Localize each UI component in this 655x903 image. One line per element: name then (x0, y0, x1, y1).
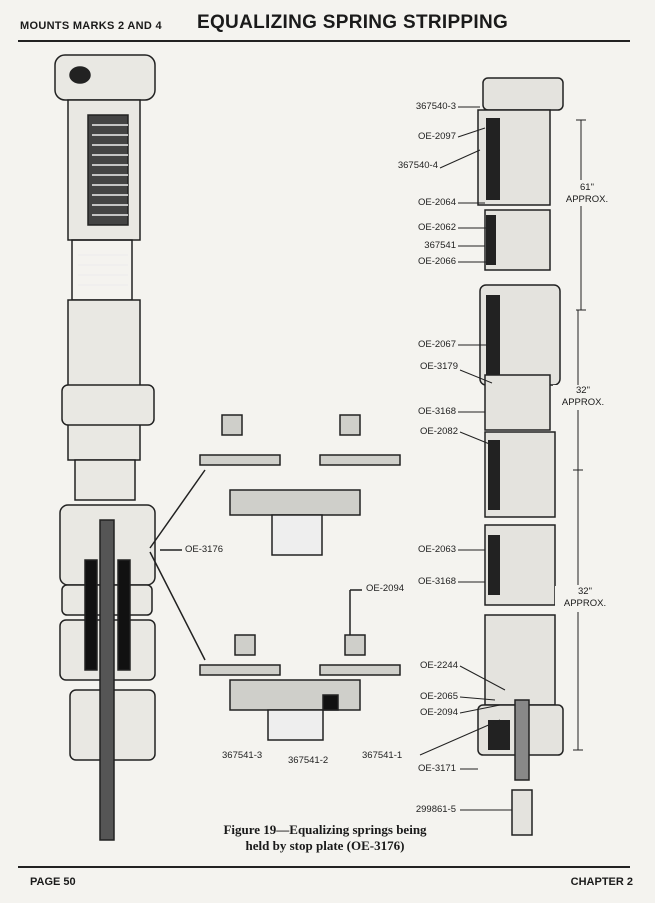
section-heading: MOUNTS MARKS 2 AND 4 (20, 20, 162, 32)
dimension-value: 32" (578, 586, 592, 597)
part-label: OE-2066 (417, 256, 456, 267)
middle-tube (67, 299, 141, 461)
part-label: OE-2244 (419, 660, 458, 671)
dimension-unit: APPROX. (561, 397, 605, 408)
header-rule (18, 40, 630, 42)
part-label: OE-3171 (417, 763, 456, 774)
part-label: OE-2082 (419, 426, 458, 437)
part-label: OE-3168 (417, 576, 456, 587)
part-label: OE-2062 (417, 222, 456, 233)
lead-screw (99, 519, 115, 841)
label-detail-bottom-left: 367541-3 (222, 750, 263, 761)
part-label: 299861-5 (415, 804, 456, 815)
part-label: 367540-4 (397, 160, 438, 171)
part-label: OE-2067 (417, 339, 456, 350)
part-label: OE-3179 (419, 361, 458, 372)
dimension-unit: APPROX. (565, 194, 609, 205)
part-label: 367540-3 (415, 101, 456, 112)
dimension-value: 32" (576, 385, 590, 396)
caption-line-2: held by stop plate (OE-3176) (245, 838, 405, 853)
page-title: EQUALIZING SPRING STRIPPING (197, 12, 509, 33)
part-label: OE-2063 (417, 544, 456, 555)
detail-plate-lower (229, 679, 361, 711)
dimension-32-upper: 32" APPROX. (553, 385, 613, 409)
dimension-value: 61" (580, 182, 594, 193)
label-detail-bottom-right: 367541-1 (362, 750, 403, 761)
footer-rule (18, 866, 630, 868)
part-label: 367541 (424, 240, 456, 251)
part-label: OE-2094 (419, 707, 458, 718)
figure-caption: Figure 19—Equalizing springs being held … (180, 822, 470, 854)
label-detail-bottom-mid: 367541-2 (288, 755, 329, 766)
part-label: OE-2097 (417, 131, 456, 142)
part-label: OE-3168 (417, 406, 456, 417)
dimension-unit: APPROX. (563, 598, 607, 609)
part-label: OE-2064 (417, 197, 456, 208)
page-number: PAGE 50 (30, 876, 76, 888)
part-label: OE-2065 (419, 691, 458, 702)
label-detail-top: OE-2094 (366, 583, 405, 594)
caption-line-1: Figure 19—Equalizing springs being (223, 822, 427, 837)
label-stop-plate: OE-3176 (185, 544, 224, 555)
chapter-label: CHAPTER 2 (570, 876, 633, 888)
detail-plate-upper (229, 489, 361, 516)
dimension-32-lower: 32" APPROX. (555, 586, 615, 610)
dimension-61: 61" APPROX. (557, 182, 617, 206)
